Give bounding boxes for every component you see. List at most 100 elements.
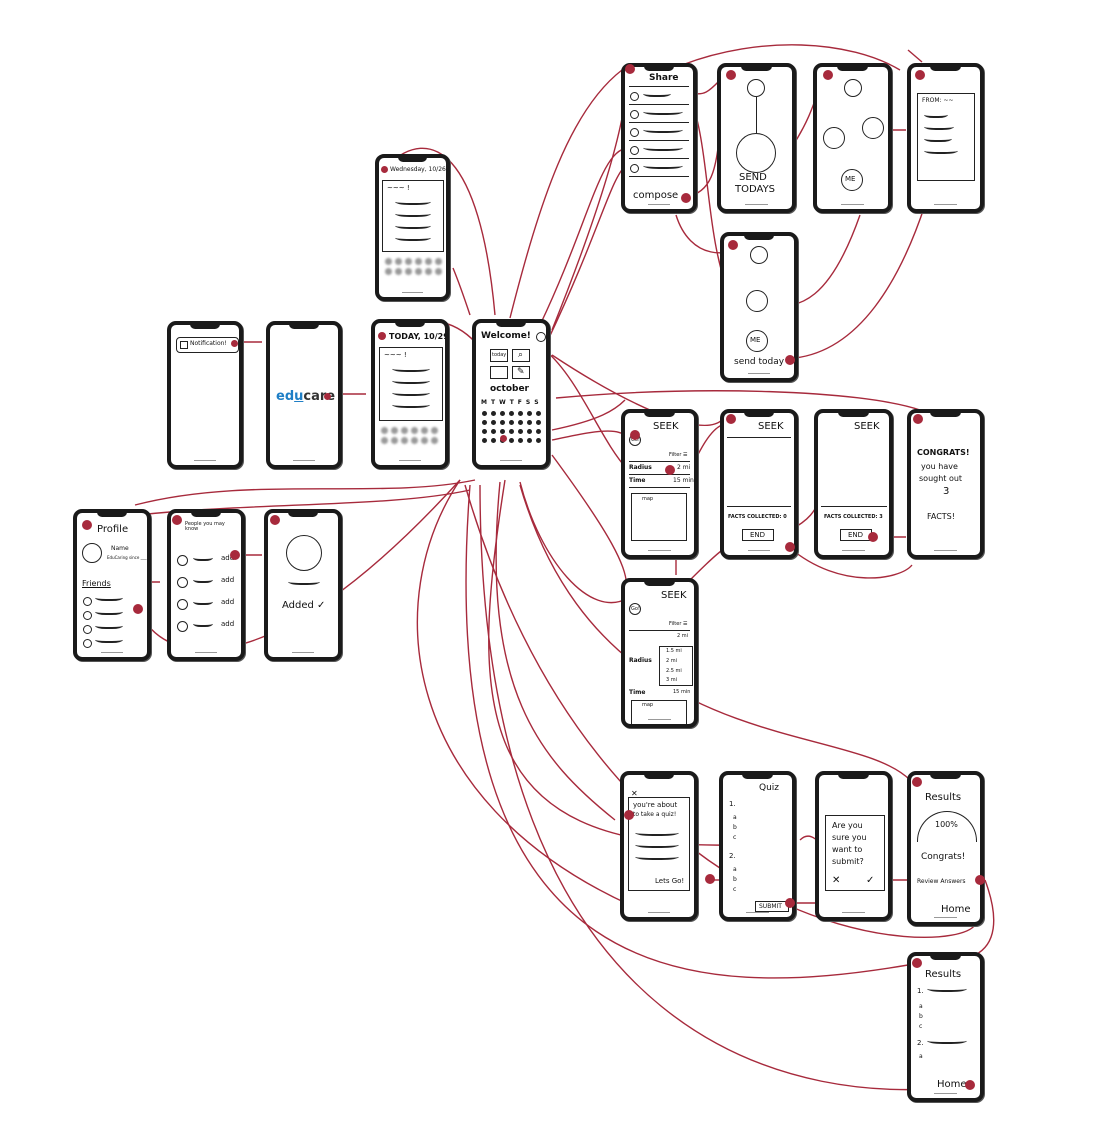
- radius-dropdown[interactable]: 1.5 mi 2 mi 2.5 mi 3 mi: [659, 646, 693, 686]
- end-button[interactable]: END: [742, 529, 774, 541]
- answer-option[interactable]: a: [733, 814, 737, 821]
- person-icon: [286, 535, 322, 571]
- flow-hotspot[interactable]: [500, 435, 507, 442]
- filter-button[interactable]: Filter ☰: [669, 621, 688, 627]
- confirm-line: submit?: [832, 857, 864, 866]
- flow-hotspot[interactable]: [82, 520, 92, 530]
- lets-go-button[interactable]: Lets Go!: [655, 877, 685, 885]
- seek-title: SEEK: [653, 421, 679, 432]
- answer-option: b: [919, 1013, 923, 1020]
- flow-hotspot[interactable]: [912, 777, 922, 787]
- flow-hotspot[interactable]: [172, 515, 182, 525]
- tile-quiz[interactable]: ✎: [512, 366, 530, 379]
- flow-hotspot[interactable]: [726, 70, 736, 80]
- close-icon[interactable]: ✕: [631, 789, 638, 798]
- message-card: FROM: ~~: [917, 93, 975, 181]
- confirm-button[interactable]: ✓: [866, 875, 875, 886]
- answer-option[interactable]: b: [733, 824, 737, 831]
- radius-option[interactable]: 2 mi: [666, 658, 678, 664]
- answer-option[interactable]: c: [733, 886, 737, 893]
- flow-hotspot[interactable]: [785, 898, 795, 908]
- from-label: FROM: ~~: [922, 97, 954, 104]
- flow-hotspot[interactable]: [868, 532, 878, 542]
- flow-hotspot[interactable]: [726, 414, 736, 424]
- tile-today[interactable]: today: [490, 349, 508, 362]
- profile-icon[interactable]: [536, 332, 546, 342]
- radius-option[interactable]: 3 mi: [666, 677, 678, 683]
- flow-hotspot[interactable]: [665, 465, 675, 475]
- map-preview: map: [631, 493, 687, 541]
- radius-option[interactable]: 2.5 mi: [666, 668, 682, 674]
- home-button[interactable]: Home: [941, 904, 971, 915]
- add-button[interactable]: add: [221, 620, 235, 628]
- answer-option[interactable]: a: [733, 866, 737, 873]
- go-button[interactable]: Go!: [629, 603, 641, 615]
- flow-hotspot[interactable]: [625, 64, 635, 74]
- screen-notification: Notification!: [167, 321, 243, 469]
- flow-hotspot[interactable]: [912, 958, 922, 968]
- flow-hotspot[interactable]: [231, 340, 238, 347]
- radius-label: Radius: [629, 464, 652, 471]
- flow-hotspot[interactable]: [965, 1080, 975, 1090]
- answer-option[interactable]: c: [733, 834, 737, 841]
- calendar-days[interactable]: [482, 411, 541, 443]
- friends-header[interactable]: Friends: [82, 579, 111, 588]
- seek-title: SEEK: [661, 590, 687, 601]
- flow-hotspot[interactable]: [823, 70, 833, 80]
- flow-hotspot[interactable]: [378, 332, 386, 340]
- radius-option[interactable]: 1.5 mi: [666, 648, 682, 654]
- me-node: ME: [746, 330, 768, 352]
- flow-hotspot[interactable]: [624, 810, 634, 820]
- flow-hotspot[interactable]: [133, 604, 143, 614]
- question-number: 1.: [917, 987, 924, 995]
- time-value[interactable]: 15 min: [673, 689, 691, 695]
- user-node: [750, 246, 768, 264]
- add-button[interactable]: add: [221, 554, 235, 562]
- date-header: Wednesday, 10/26: [390, 166, 446, 173]
- add-button[interactable]: add: [221, 598, 235, 606]
- time-label: Time: [629, 689, 646, 696]
- notification-banner[interactable]: Notification!: [176, 337, 239, 353]
- tile-seek[interactable]: ⌕: [512, 349, 530, 362]
- submit-button[interactable]: SUBMIT: [755, 901, 789, 912]
- todays-label[interactable]: TODAYS: [735, 184, 776, 195]
- flow-hotspot[interactable]: [728, 240, 738, 250]
- flow-hotspot[interactable]: [915, 70, 925, 80]
- flow-hotspot[interactable]: [681, 193, 691, 203]
- radius-value[interactable]: 2 mi: [677, 464, 691, 471]
- flow-hotspot[interactable]: [913, 414, 923, 424]
- compose-button[interactable]: compose: [633, 190, 679, 201]
- tile-share[interactable]: [490, 366, 508, 379]
- flow-hotspot[interactable]: [230, 550, 240, 560]
- map-view[interactable]: [727, 437, 791, 507]
- flow-hotspot[interactable]: [381, 166, 388, 173]
- answer-option[interactable]: b: [733, 876, 737, 883]
- flow-hotspot[interactable]: [630, 430, 640, 440]
- review-answers-link[interactable]: Review Answers: [917, 878, 966, 885]
- screen-quiz-confirm: Are you sure you want to submit? ✕ ✓: [815, 771, 892, 921]
- flow-hotspot[interactable]: [270, 515, 280, 525]
- time-value[interactable]: 15 min: [673, 477, 694, 484]
- congrats-line4: FACTS!: [927, 512, 955, 521]
- screen-received: FROM: ~~: [907, 63, 984, 213]
- congrats-line3: sought out: [919, 474, 963, 483]
- add-button[interactable]: add: [221, 576, 235, 584]
- month-label: october: [490, 384, 529, 394]
- screen-results: Results 100% Congrats! Review Answers Ho…: [907, 771, 984, 926]
- flow-hotspot[interactable]: [785, 542, 795, 552]
- cancel-button[interactable]: ✕: [832, 875, 841, 886]
- home-button[interactable]: Home: [937, 1079, 967, 1090]
- send-label[interactable]: SEND: [739, 172, 767, 183]
- daily-card: ~~~ !: [382, 180, 444, 252]
- go-label: Go!: [631, 437, 640, 443]
- flow-hotspot[interactable]: [785, 355, 795, 365]
- send-today-button[interactable]: send today: [734, 357, 785, 367]
- flow-hotspot[interactable]: [324, 393, 331, 400]
- flow-hotspot[interactable]: [705, 874, 715, 884]
- filter-button[interactable]: Filter ☰: [669, 452, 688, 458]
- screen-share-graph: ME: [813, 63, 892, 213]
- flow-hotspot[interactable]: [975, 875, 985, 885]
